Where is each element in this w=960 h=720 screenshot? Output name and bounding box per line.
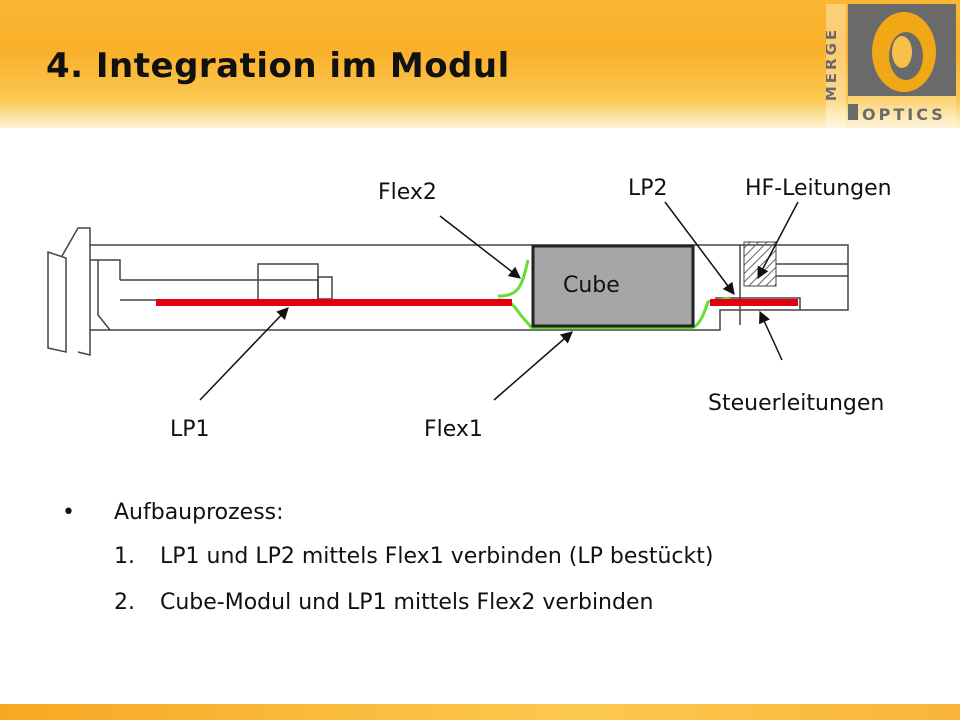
footer-bar — [0, 704, 960, 720]
flex2-arrow — [439, 215, 521, 279]
process-step-2: 2. Cube-Modul und LP1 mittels Flex2 verb… — [114, 590, 653, 615]
hf-connector-hatch — [743, 241, 777, 287]
flex2-cable — [497, 259, 530, 298]
bullet: • — [62, 500, 75, 525]
merge-optics-logo: MERGE OPTICS — [826, 4, 956, 128]
hf-arrow — [757, 201, 799, 280]
flex1-label: Flex1 — [424, 417, 483, 442]
step-number: 2. — [114, 590, 135, 615]
housing-outline — [47, 227, 849, 356]
hf-leitungen-label: HF-Leitungen — [745, 176, 892, 201]
step-number: 1. — [114, 544, 135, 569]
step-text: Cube-Modul und LP1 mittels Flex2 verbind… — [160, 590, 654, 615]
step-text: LP1 und LP2 mittels Flex1 verbinden (LP … — [160, 544, 714, 569]
lp1-board — [156, 299, 512, 306]
steuer-arrow — [759, 310, 783, 361]
page-title: 4. Integration im Modul — [46, 46, 510, 86]
cube-module — [531, 244, 695, 328]
lp2-label: LP2 — [628, 176, 668, 201]
logo-bottom-text: OPTICS — [862, 105, 946, 124]
lp1-arrow — [199, 307, 289, 401]
flex1-arrow — [493, 331, 573, 401]
lp1-label: LP1 — [170, 417, 210, 442]
lp2-board — [710, 299, 798, 306]
lp2-arrow — [664, 201, 735, 295]
title-bar-fade — [0, 100, 960, 140]
steuerleitungen-label: Steuerleitungen — [708, 391, 885, 416]
flex2-label: Flex2 — [378, 180, 437, 205]
cube-label: Cube — [563, 273, 620, 298]
logo-top-text: MERGE — [826, 27, 840, 101]
process-step-1: 1. LP1 und LP2 mittels Flex1 verbinden (… — [114, 544, 713, 569]
process-heading: Aufbauprozess: — [114, 500, 284, 525]
